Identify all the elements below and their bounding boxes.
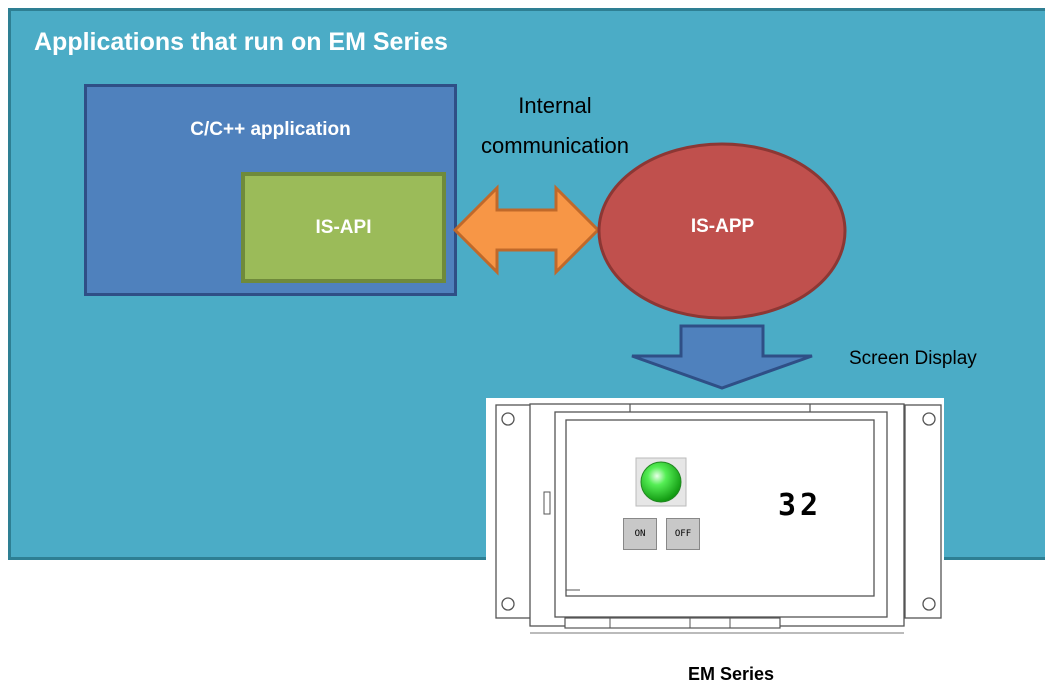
is-api-box: IS-API (241, 172, 446, 283)
device-on-button: ON (623, 518, 657, 550)
device-display-value: 32 (778, 488, 823, 523)
communication-line-1: Internal (518, 93, 592, 118)
em-series-device (486, 398, 944, 638)
cpp-application-label: C/C++ application (190, 119, 351, 140)
is-app-ellipse (597, 142, 847, 320)
green-led-icon (640, 461, 682, 503)
em-series-caption: EM Series (687, 664, 775, 684)
communication-line-2: communication (481, 133, 629, 158)
panel-title: Applications that run on EM Series (34, 28, 448, 56)
double-headed-arrow-icon (452, 184, 601, 276)
screen-display-label: Screen Display (849, 348, 977, 369)
down-arrow-icon (631, 324, 813, 390)
is-app-label: IS-APP (690, 216, 755, 237)
internal-communication-label: Internal communication (460, 86, 650, 166)
device-off-button: OFF (666, 518, 700, 550)
